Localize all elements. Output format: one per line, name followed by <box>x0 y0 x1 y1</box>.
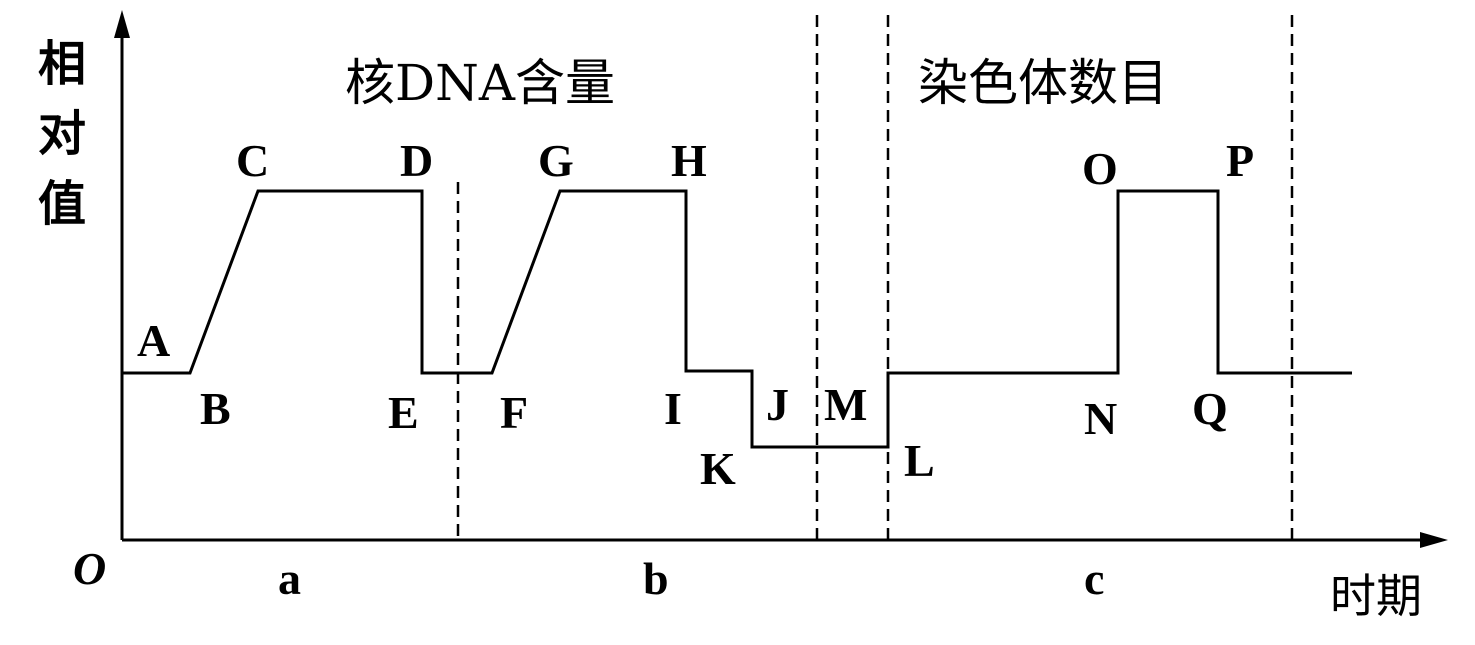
point-label-N: N <box>1084 393 1117 444</box>
point-label-D: D <box>400 135 433 186</box>
point-label-Q: Q <box>1192 383 1228 434</box>
heading-chromosome-number: 染色体数目 <box>918 54 1168 112</box>
point-label-J: J <box>766 379 789 430</box>
heading-dna-content: 核DNA含量 <box>345 54 615 112</box>
chromosome-number-curve <box>817 189 1352 449</box>
point-label-A: A <box>137 315 170 366</box>
point-label-C: C <box>236 135 269 186</box>
point-label-M: M <box>824 379 867 430</box>
y-axis-label-char-1: 相 <box>38 36 86 92</box>
phase-label-a: a <box>278 553 301 604</box>
phase-label-b: b <box>643 553 669 604</box>
phase-label-c: c <box>1084 553 1104 604</box>
point-label-G: G <box>538 135 574 186</box>
y-axis-arrow-icon <box>114 10 130 38</box>
point-label-E: E <box>388 387 419 438</box>
point-label-F: F <box>500 387 528 438</box>
origin-label: O <box>73 543 106 594</box>
dna-content-curve <box>122 189 817 449</box>
point-label-B: B <box>200 383 231 434</box>
point-label-P: P <box>1226 135 1254 186</box>
point-label-I: I <box>664 383 682 434</box>
x-axis-arrow-icon <box>1420 532 1448 548</box>
point-label-O: O <box>1082 143 1118 194</box>
point-label-L: L <box>904 435 935 486</box>
point-label-H: H <box>671 135 707 186</box>
x-axis-label: 时期 <box>1330 569 1422 623</box>
y-axis-label-char-3: 值 <box>38 176 86 232</box>
y-axis-label-char-2: 对 <box>38 106 86 162</box>
point-label-K: K <box>700 443 736 494</box>
